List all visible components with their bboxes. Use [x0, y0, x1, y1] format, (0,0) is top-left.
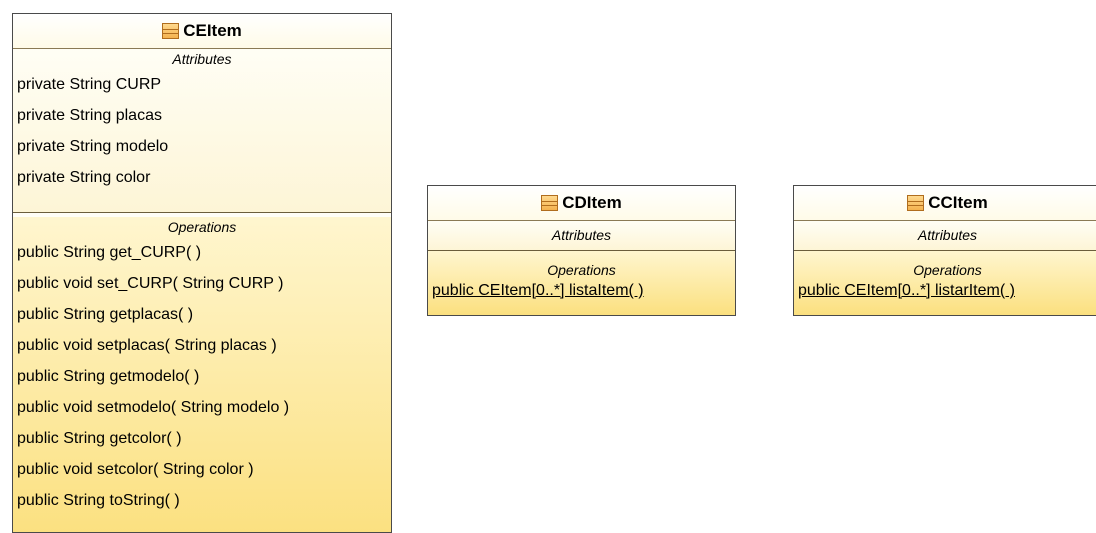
- operation[interactable]: public String getcolor( ): [17, 430, 182, 447]
- class-name: CDItem: [562, 193, 622, 212]
- operation[interactable]: public String get_CURP( ): [17, 244, 202, 261]
- operation[interactable]: public CEItem[0..*] listarItem( ): [798, 282, 1015, 299]
- operation[interactable]: public void setcolor( String color ): [17, 461, 254, 478]
- class-cditem[interactable]: CDItem Attributes Operations public CEIt…: [427, 185, 736, 316]
- operation[interactable]: public void setplacas( String placas ): [17, 337, 277, 354]
- class-name: CEItem: [183, 21, 242, 40]
- attribute[interactable]: private String placas: [17, 107, 162, 124]
- class-ceitem[interactable]: CEItem Attributes private String CURP pr…: [12, 13, 392, 533]
- operations-compartment: Operations public CEItem[0..*] listarIte…: [794, 251, 1096, 315]
- class-name: CCItem: [928, 193, 988, 212]
- operation[interactable]: public String getplacas( ): [17, 306, 194, 323]
- attribute[interactable]: private String color: [17, 169, 151, 186]
- class-ccitem[interactable]: CCItem Attributes Operations public CEIt…: [793, 185, 1096, 316]
- attribute[interactable]: private String modelo: [17, 138, 169, 155]
- operations-compartment: Operations public String get_CURP( ) pub…: [13, 217, 391, 532]
- uml-class-icon: [907, 195, 925, 211]
- attributes-compartment: Attributes private String CURP private S…: [13, 49, 391, 213]
- attribute[interactable]: private String CURP: [17, 76, 162, 93]
- class-header: CCItem: [794, 186, 1096, 221]
- attributes-title: Attributes: [172, 51, 232, 67]
- attributes-title: Attributes: [917, 227, 978, 243]
- operations-title: Operations: [913, 262, 982, 278]
- attributes-title: Attributes: [551, 227, 612, 243]
- operations-title: Operations: [547, 262, 616, 278]
- class-header: CDItem: [428, 186, 735, 221]
- operation[interactable]: public void setmodelo( String modelo ): [17, 399, 290, 416]
- operations-compartment: Operations public CEItem[0..*] listaItem…: [428, 251, 735, 315]
- class-header: CEItem: [13, 14, 391, 49]
- operation[interactable]: public String getmodelo( ): [17, 368, 200, 385]
- uml-class-icon: [541, 195, 559, 211]
- attributes-compartment: Attributes: [794, 221, 1096, 251]
- uml-class-icon: [162, 23, 180, 39]
- attributes-compartment: Attributes: [428, 221, 735, 251]
- operation[interactable]: public CEItem[0..*] listaItem( ): [432, 282, 644, 299]
- operation[interactable]: public String toString( ): [17, 492, 180, 509]
- operations-title: Operations: [167, 219, 237, 235]
- operation[interactable]: public void set_CURP( String CURP ): [17, 275, 284, 292]
